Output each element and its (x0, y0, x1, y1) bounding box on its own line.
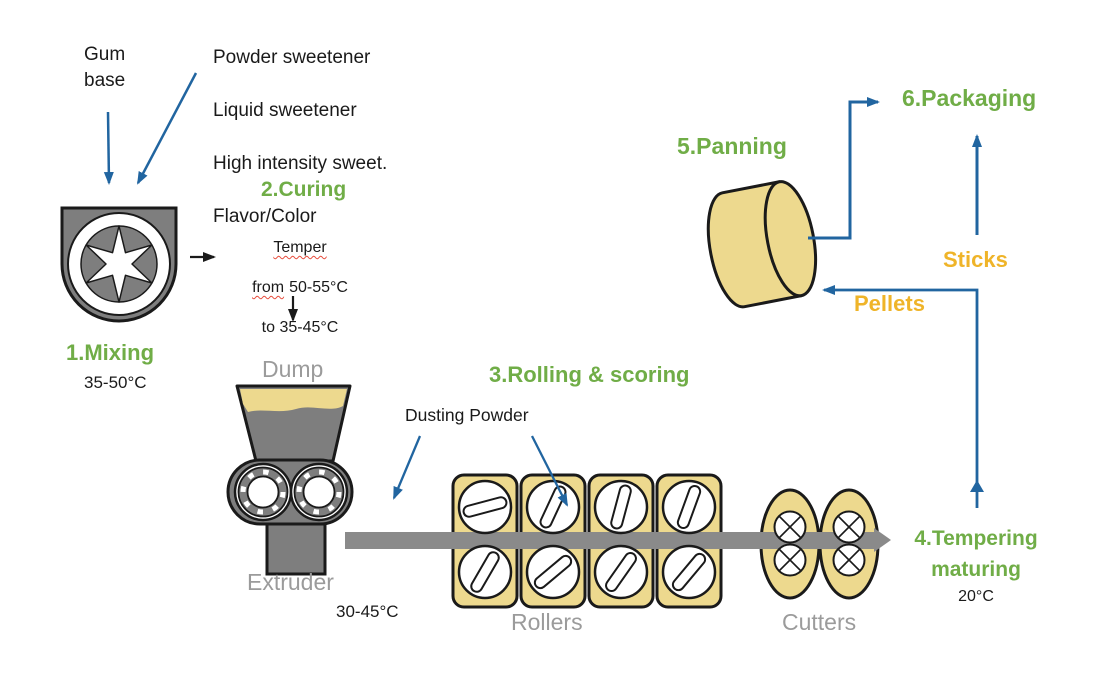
step-rolling-label: 3.Rolling & scoring (489, 362, 690, 387)
step-packaging-label: 6.Packaging (902, 85, 1037, 111)
dump-hopper-icon (235, 384, 352, 463)
dump-label: Dump (262, 356, 324, 382)
cutter-wheels (773, 510, 866, 577)
extruder-bearing-left (233, 462, 293, 522)
cutters-label: Cutters (782, 609, 857, 635)
panning-to-packaging-line (808, 97, 880, 240)
dusting-powder-arrows (392, 435, 569, 507)
panning-drum-icon (706, 180, 818, 309)
gum-base-label: Gum base (84, 44, 126, 91)
step-tempering-label: 4.Tempering maturing (914, 527, 1038, 581)
dusting-powder-label: Dusting Powder (405, 405, 529, 425)
mixing-temp: 35-50°C (84, 373, 147, 392)
curing-note-from: from (252, 279, 285, 296)
roller-wheels (457, 479, 717, 600)
mixer-blade-star (85, 225, 153, 303)
additive-item: Flavor/Color (213, 205, 317, 227)
pellets-label: Pellets (854, 291, 925, 316)
curing-note-to: to 35-45°C (261, 319, 339, 336)
step-panning-label: 5.Panning (677, 133, 787, 159)
tempering-temp: 20°C (958, 588, 994, 605)
extruder-label: Extruder (247, 569, 334, 595)
mixer-icon (60, 206, 178, 323)
curing-note-range: 50-55°C (289, 279, 348, 296)
tempering-up-arrowhead (970, 480, 984, 492)
additive-item: Liquid sweetener (213, 99, 357, 121)
step-curing-label: 2.Curing (261, 178, 347, 201)
rollers-label: Rollers (511, 609, 583, 635)
extruder-temp: 30-45°C (336, 602, 399, 621)
extruder-icon (226, 458, 354, 526)
step-mixing-label: 1.Mixing (66, 340, 155, 365)
sticks-label: Sticks (943, 247, 1008, 272)
extruder-bearing-right (289, 462, 349, 522)
ingredient-feed-arrows (103, 72, 198, 185)
additive-item: Powder sweetener (213, 46, 371, 68)
tempering-to-pellets-line (822, 285, 979, 508)
additive-item: High intensity sweet. (213, 152, 388, 174)
additives-list: Powder sweetener Liquid sweetener High i… (213, 18, 387, 257)
curing-note-temper: Temper (273, 239, 327, 256)
extruder-die (265, 522, 327, 576)
